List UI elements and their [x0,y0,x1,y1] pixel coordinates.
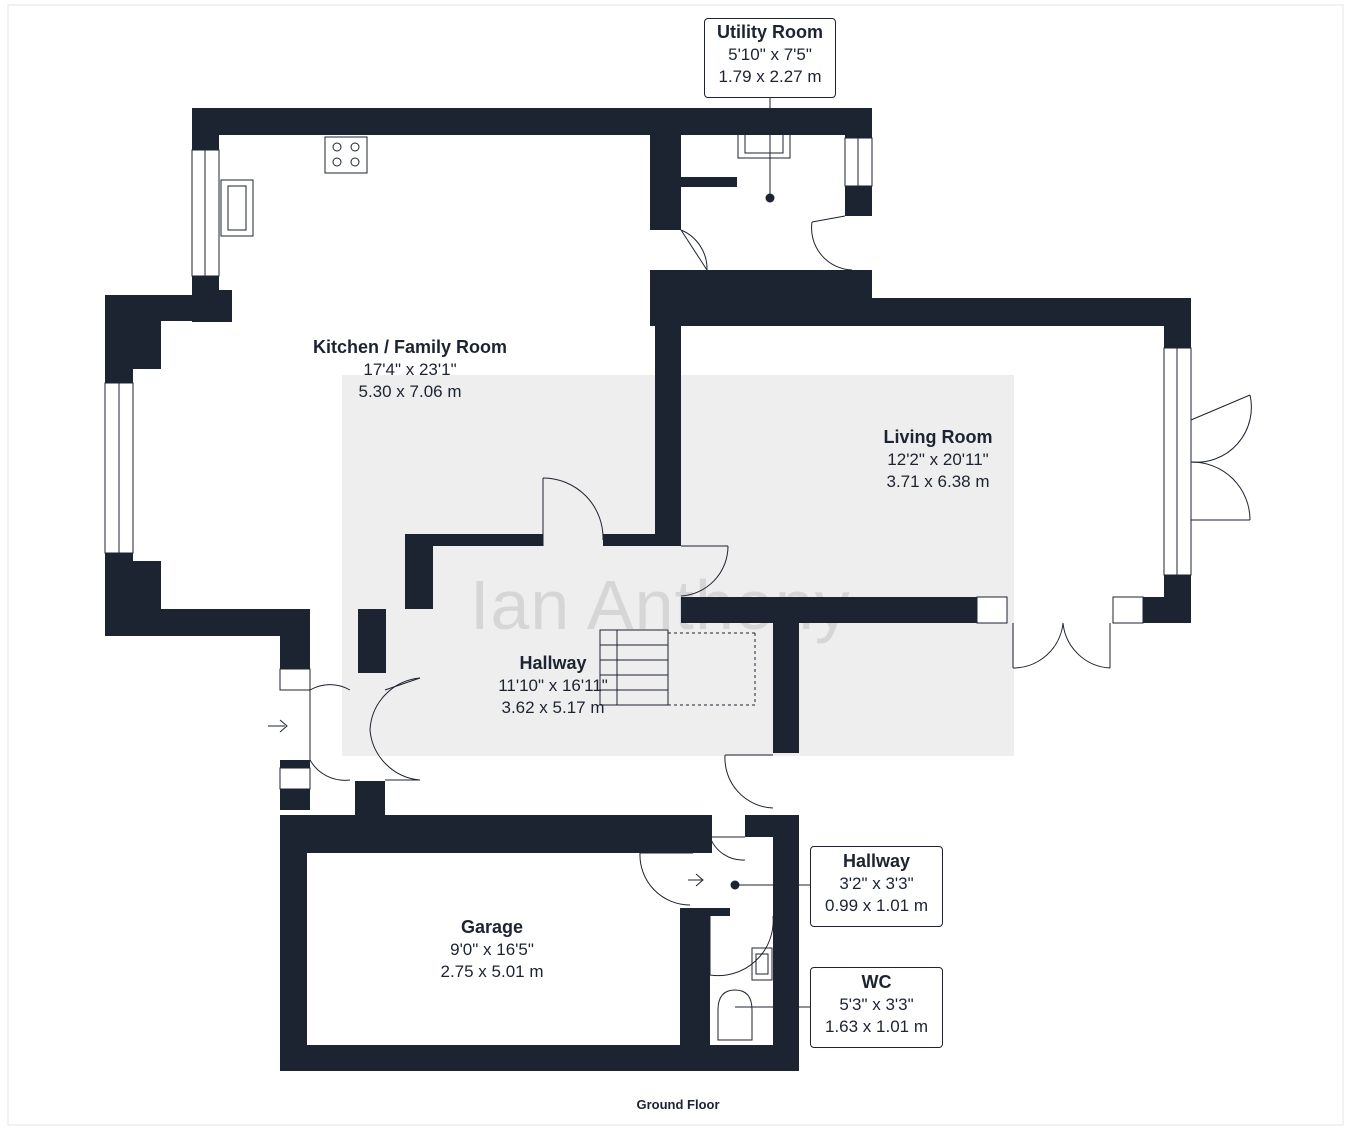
room-metric: 1.63 x 1.01 m [824,1017,928,1036]
room-label-wc: WC 5'3" x 3'3" 1.63 x 1.01 m [810,967,943,1048]
stairs [599,629,756,706]
room-label-utility: Utility Room 5'10" x 7'5" 1.79 x 2.27 m [704,18,836,98]
room-imperial: 5'10" x 7'5" [728,45,812,64]
room-imperial: 17'4" x 23'1" [363,360,457,379]
page-border [7,4,1344,1126]
room-imperial: 3'2" x 3'3" [839,874,914,893]
room-imperial: 12'2" x 20'11" [887,450,989,469]
room-imperial: 5'3" x 3'3" [839,995,914,1014]
room-imperial: 11'10" x 16'11" [498,676,608,695]
room-metric: 2.75 x 5.01 m [440,962,544,981]
room-name: Hallway [842,851,911,871]
room-metric: 3.71 x 6.38 m [886,472,990,491]
kitchen-fittings [220,123,826,326]
room-imperial: 9'0" x 16'5" [450,940,534,959]
room-name: Garage [460,917,524,937]
living-walls [681,298,1191,753]
wc-fittings [717,947,773,1041]
room-metric: 0.99 x 1.01 m [824,896,928,915]
room-name: Hallway [519,653,587,673]
room-label-garage: Garage 9'0" x 16'5" 2.75 x 5.01 m [402,916,582,983]
room-name: Living Room [883,427,993,447]
room-name: WC [861,972,892,992]
entry-arrows [268,719,704,887]
floor-label: Ground Floor [636,1097,720,1112]
room-label-living: Living Room 12'2" x 20'11" 3.71 x 6.38 m [838,426,1038,493]
room-label-hallway-small: Hallway 3'2" x 3'3" 0.99 x 1.01 m [810,846,943,927]
garage-walls [280,815,799,1071]
leaders [730,95,810,1008]
window-lines [118,138,1178,575]
room-name: Kitchen / Family Room [312,337,508,357]
room-name: Utility Room [717,22,823,42]
room-metric: 3.62 x 5.17 m [501,698,605,717]
room-metric: 1.79 x 2.27 m [718,67,822,86]
room-label-kitchen: Kitchen / Family Room 17'4" x 23'1" 5.30… [280,336,540,403]
room-metric: 5.30 x 7.06 m [358,382,462,401]
room-label-hallway-main: Hallway 11'10" x 16'11" 3.62 x 5.17 m [472,652,634,719]
